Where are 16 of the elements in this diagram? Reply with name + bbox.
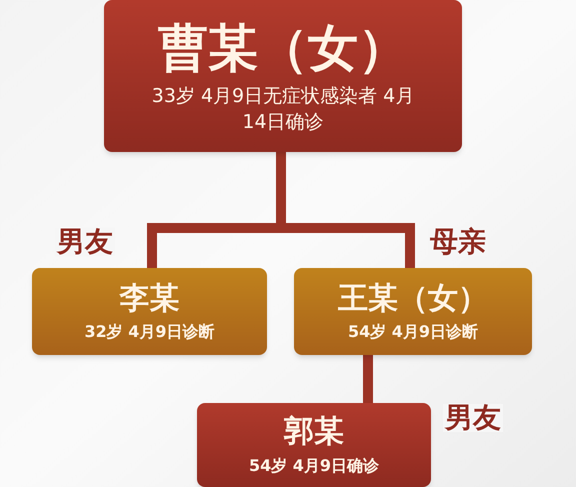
name-text: 郭某	[284, 413, 344, 451]
person-box	[104, 0, 462, 152]
detail-text: 33岁 4月9日无症状感染者 4月14日确诊	[150, 84, 416, 136]
detail-text: 54岁 4月9日诊断	[348, 321, 478, 344]
connector-line	[363, 355, 373, 403]
person-box	[294, 268, 532, 355]
person-box	[32, 268, 267, 355]
name-text: 王某（女）	[338, 280, 488, 318]
person-box	[197, 403, 431, 487]
name-text: 李某	[120, 280, 180, 318]
detail-text: 54岁 4月9日确诊	[248, 454, 380, 477]
edge-label: 母亲	[428, 228, 488, 256]
detail-text: 32岁 4月9日诊断	[84, 321, 215, 344]
edge-label: 男友	[443, 404, 503, 432]
edge-label: 男友	[55, 228, 115, 256]
name-text: 曹某（女）	[158, 18, 408, 79]
